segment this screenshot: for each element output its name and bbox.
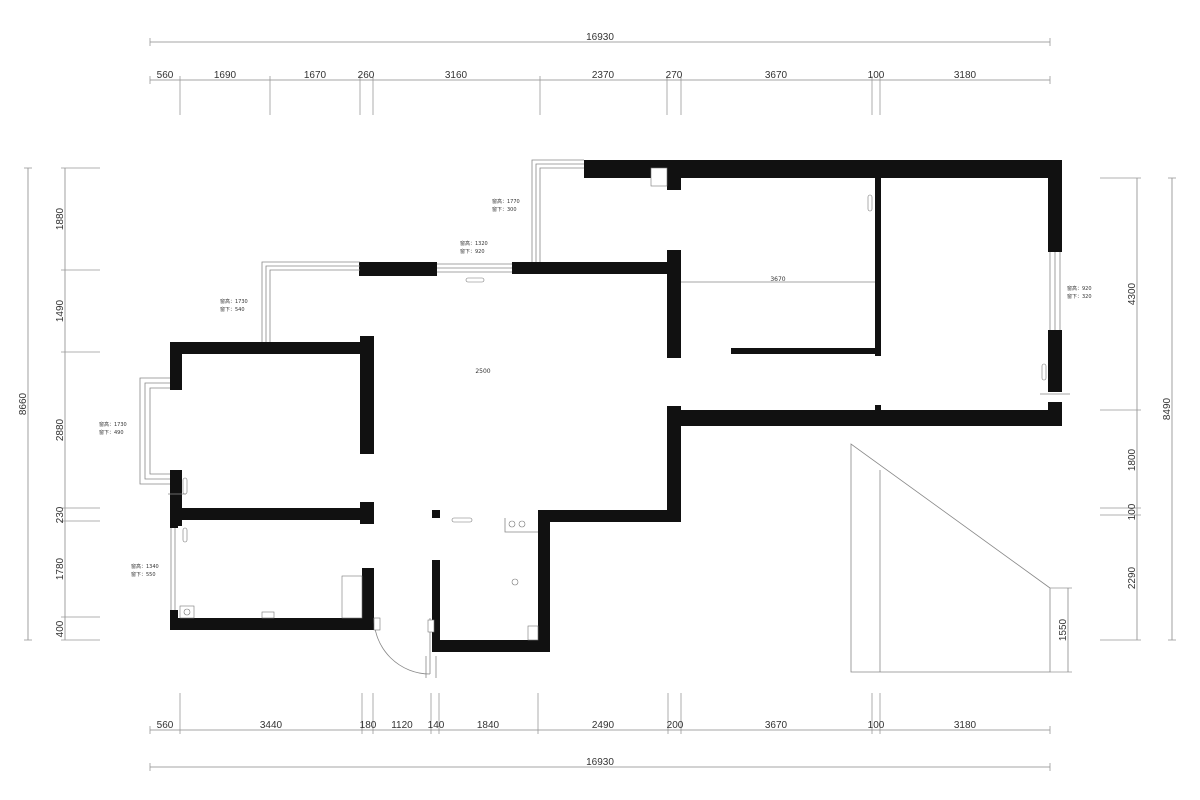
top-seg-1: 1690 [214, 70, 237, 81]
left-seg-5: 400 [55, 620, 66, 637]
window-note-6: 窗高：1340 窗下：550 [131, 563, 159, 578]
bottom-seg-9: 100 [868, 720, 885, 731]
bottom-dimension-chain: 560 3440 180 1120 140 1840 2490 200 3670… [149, 693, 1051, 734]
svg-text:窗高：1730: 窗高：1730 [220, 298, 248, 305]
window-note-4: 窗高：920 窗下：320 [1067, 285, 1092, 300]
svg-text:窗高：1320: 窗高：1320 [460, 240, 488, 247]
bottom-seg-10: 3180 [954, 720, 977, 731]
bottom-seg-0: 560 [157, 720, 174, 731]
left-seg-3: 230 [55, 506, 66, 523]
left-seg-0: 1880 [55, 207, 66, 230]
svg-text:窗下：300: 窗下：300 [492, 206, 517, 213]
top-seg-0: 560 [157, 70, 174, 81]
top-seg-3: 260 [358, 70, 375, 81]
left-seg-1: 1490 [55, 299, 66, 322]
top-dimension-total: 16930 [149, 32, 1051, 46]
window-note-2: 窗高：1320 窗下：920 [460, 240, 488, 255]
top-seg-9: 3180 [954, 70, 977, 81]
bottom-seg-2: 180 [360, 720, 377, 731]
top-seg-5: 2370 [592, 70, 615, 81]
svg-text:窗下：320: 窗下：320 [1067, 293, 1092, 300]
left-seg-2: 2880 [55, 418, 66, 441]
top-total-label: 16930 [586, 32, 614, 43]
left-dimension-total: 8660 [18, 167, 32, 641]
walls [170, 160, 1062, 652]
left-total-label: 8660 [18, 392, 29, 415]
top-seg-4: 3160 [445, 70, 468, 81]
bottom-seg-8: 3670 [765, 720, 788, 731]
window-note-5: 窗高：1730 窗下：490 [99, 421, 127, 436]
right-total-label: 8490 [1162, 397, 1173, 420]
interior-dim-2500: 2500 [475, 368, 490, 375]
bottom-seg-6: 2490 [592, 720, 615, 731]
bottom-seg-3: 1120 [391, 720, 413, 731]
fixtures [168, 167, 1070, 678]
bottom-seg-7: 200 [667, 720, 684, 731]
svg-text:窗下：540: 窗下：540 [220, 306, 245, 313]
bottom-dimension-total: 16930 [149, 757, 1051, 771]
svg-text:窗高：920: 窗高：920 [1067, 285, 1092, 292]
top-seg-2: 1670 [304, 70, 327, 81]
top-seg-6: 270 [666, 70, 683, 81]
right-seg-1: 1800 [1127, 448, 1138, 471]
window-note-3: 窗高：1730 窗下：540 [220, 298, 248, 313]
bottom-seg-1: 3440 [260, 720, 283, 731]
top-seg-8: 100 [868, 70, 885, 81]
svg-text:窗高：1340: 窗高：1340 [131, 563, 159, 570]
interior-dimensions: 3670 2500 [475, 276, 785, 375]
bottom-seg-4: 140 [428, 720, 445, 731]
bottom-total-label: 16930 [586, 757, 614, 768]
svg-text:窗下：550: 窗下：550 [131, 571, 156, 578]
top-dimension-chain: 560 1690 1670 260 3160 2370 270 3670 100… [149, 70, 1051, 115]
left-seg-4: 1780 [55, 557, 66, 580]
svg-text:窗下：490: 窗下：490 [99, 429, 124, 436]
right-seg-2: 100 [1127, 503, 1138, 520]
triangle-dim-label: 1550 [1058, 618, 1069, 641]
svg-text:窗下：920: 窗下：920 [460, 248, 485, 255]
right-seg-3: 2290 [1127, 566, 1138, 589]
svg-text:窗高：1730: 窗高：1730 [99, 421, 127, 428]
right-dimension-total: 8490 [1162, 177, 1176, 641]
top-seg-7: 3670 [765, 70, 788, 81]
right-dimension-chain: 4300 1800 100 2290 [1100, 177, 1141, 641]
left-dimension-chain: 1880 1490 2880 230 1780 400 [55, 167, 100, 641]
interior-dim-3670: 3670 [770, 276, 785, 283]
right-seg-0: 4300 [1127, 282, 1138, 305]
window-note-1: 窗高：1770 窗下：300 [492, 198, 520, 213]
windows [139, 159, 1061, 610]
bottom-seg-5: 1840 [477, 720, 500, 731]
svg-text:窗高：1770: 窗高：1770 [492, 198, 520, 205]
triangle-outline: 1550 [850, 443, 1072, 673]
